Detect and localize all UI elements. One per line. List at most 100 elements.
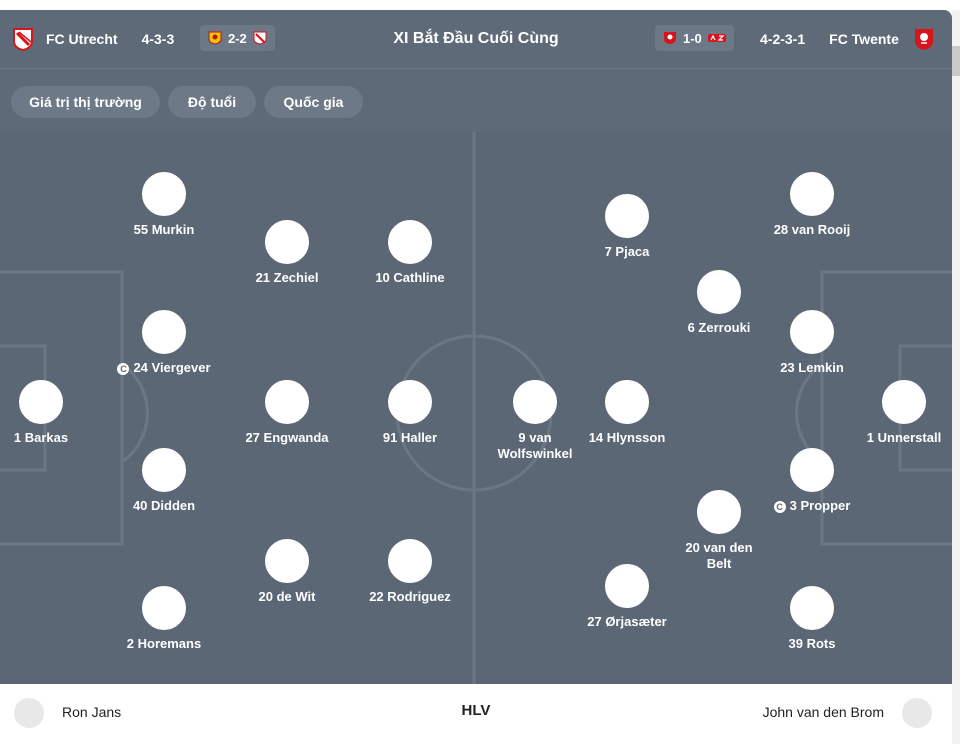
player-away-pjaca[interactable]: 7 Pjaca — [557, 194, 697, 260]
player-avatar — [388, 220, 432, 264]
player-avatar — [265, 539, 309, 583]
away-last-match[interactable]: 1-0 — [655, 25, 734, 51]
player-name: 24 Viergever — [133, 360, 211, 375]
player-away-hlynsson[interactable]: 14 Hlynsson — [557, 380, 697, 446]
az-crest-icon — [707, 34, 726, 42]
player-name: 91 Haller — [382, 430, 438, 445]
go-ahead-eagles-crest-icon — [208, 31, 222, 45]
player-avatar — [19, 380, 63, 424]
player-away-van-wolfswinkel[interactable]: 9 van Wolfswinkel — [465, 380, 605, 462]
fc-utrecht-crest-icon — [13, 28, 33, 51]
player-avatar — [790, 448, 834, 492]
player-name: 7 Pjaca — [604, 244, 650, 259]
fc-twente-mini-crest-icon — [664, 32, 676, 44]
home-team[interactable]: FC Utrecht 4-3-3 — [12, 10, 174, 68]
player-name: 21 Zechiel — [255, 270, 319, 285]
player-name: 14 Hlynsson — [588, 430, 666, 445]
filter-age[interactable]: Độ tuổi — [168, 86, 256, 118]
player-avatar — [388, 539, 432, 583]
player-name: 1 Unnerstall — [866, 430, 942, 445]
player-name: 40 Didden — [132, 498, 196, 513]
player-home-barkas[interactable]: 1 Barkas — [0, 380, 111, 446]
player-name: 10 Cathline — [375, 270, 445, 285]
player-away-unnerstall[interactable]: 1 Unnerstall — [834, 380, 952, 446]
player-avatar — [605, 380, 649, 424]
player-avatar — [790, 172, 834, 216]
player-avatar — [605, 564, 649, 608]
fc-utrecht-mini-crest-icon — [253, 31, 267, 45]
home-formation: 4-3-3 — [141, 31, 175, 47]
player-name: 6 Zerrouki — [687, 320, 751, 335]
player-avatar — [388, 380, 432, 424]
player-avatar — [142, 172, 186, 216]
away-formation: 4-2-3-1 — [760, 31, 806, 47]
player-home-haller[interactable]: 91 Haller — [340, 380, 480, 446]
player-home-zechiel[interactable]: 21 Zechiel — [217, 220, 357, 286]
player-away-lemkin[interactable]: 23 Lemkin — [742, 310, 882, 376]
player-home-murkin[interactable]: 55 Murkin — [94, 172, 234, 238]
player-avatar — [265, 380, 309, 424]
coaches-bar: Ron Jans HLV John van den Brom — [0, 684, 952, 744]
player-name: 27 Engwanda — [245, 430, 329, 445]
home-last-match[interactable]: 2-2 — [200, 25, 275, 51]
player-away-zerrouki[interactable]: 6 Zerrouki — [649, 270, 789, 336]
away-team[interactable]: 4-2-3-1 FC Twente — [760, 10, 935, 68]
filter-market-value[interactable]: Giá trị thị trường — [11, 86, 160, 118]
player-away-van-den-belt[interactable]: 20 van den Belt — [649, 490, 789, 572]
player-name: 1 Barkas — [13, 430, 69, 445]
player-avatar — [790, 586, 834, 630]
home-team-name: FC Utrecht — [46, 31, 118, 47]
player-away-orjasaeter[interactable]: 27 Ørjasæter — [557, 564, 697, 630]
player-name: 28 van Rooij — [773, 222, 851, 237]
player-avatar — [265, 220, 309, 264]
away-coach-avatar[interactable] — [902, 698, 932, 728]
header-divider — [0, 68, 952, 69]
player-name: 20 de Wit — [258, 589, 316, 604]
captain-icon: C — [773, 500, 786, 513]
home-coach-name[interactable]: Ron Jans — [62, 704, 122, 720]
player-away-van-rooij[interactable]: 28 van Rooij — [742, 172, 882, 238]
away-last-score: 1-0 — [683, 30, 702, 46]
home-coach-avatar[interactable] — [14, 698, 44, 728]
player-home-cathline[interactable]: 10 Cathline — [340, 220, 480, 286]
player-home-de-wit[interactable]: 20 de Wit — [217, 539, 357, 605]
home-last-score: 2-2 — [228, 30, 247, 46]
player-avatar — [882, 380, 926, 424]
player-avatar — [142, 448, 186, 492]
player-avatar — [790, 310, 834, 354]
player-name: 3 Propper — [789, 498, 851, 513]
player-home-didden[interactable]: 40 Didden — [94, 448, 234, 514]
player-avatar — [697, 490, 741, 534]
player-name: 27 Ørjasæter — [587, 614, 667, 629]
player-home-rodriguez[interactable]: 22 Rodriguez — [340, 539, 480, 605]
player-name: 39 Rots — [788, 636, 836, 651]
page-scrollbar[interactable] — [952, 10, 960, 744]
away-team-name: FC Twente — [829, 31, 899, 47]
player-name: 22 Rodriguez — [369, 589, 451, 604]
coach-label: HLV — [461, 702, 491, 719]
player-home-horemans[interactable]: 2 Horemans — [94, 586, 234, 652]
player-name: 2 Horemans — [126, 636, 202, 651]
player-away-rots[interactable]: 39 Rots — [742, 586, 882, 652]
lineup-header: FC Utrecht 4-3-3 2-2 1-0 — [0, 10, 952, 68]
player-name: 9 van Wolfswinkel — [497, 430, 573, 461]
scrollbar-thumb[interactable] — [952, 46, 960, 76]
player-name: 23 Lemkin — [780, 360, 844, 375]
captain-icon: C — [117, 362, 130, 375]
filter-bar: Giá trị thị trường Độ tuổi Quốc gia — [0, 69, 952, 132]
player-avatar — [697, 270, 741, 314]
player-name: 20 van den Belt — [685, 540, 753, 571]
away-coach-name[interactable]: John van den Brom — [762, 704, 884, 720]
player-avatar — [142, 586, 186, 630]
player-avatar — [513, 380, 557, 424]
player-avatar — [142, 310, 186, 354]
player-name: 55 Murkin — [133, 222, 195, 237]
player-home-engwanda[interactable]: 27 Engwanda — [217, 380, 357, 446]
fc-twente-crest-icon — [914, 29, 933, 50]
lineup-card: FC Utrecht 4-3-3 2-2 1-0 — [0, 10, 952, 744]
filter-nationality[interactable]: Quốc gia — [264, 86, 363, 118]
player-avatar — [605, 194, 649, 238]
